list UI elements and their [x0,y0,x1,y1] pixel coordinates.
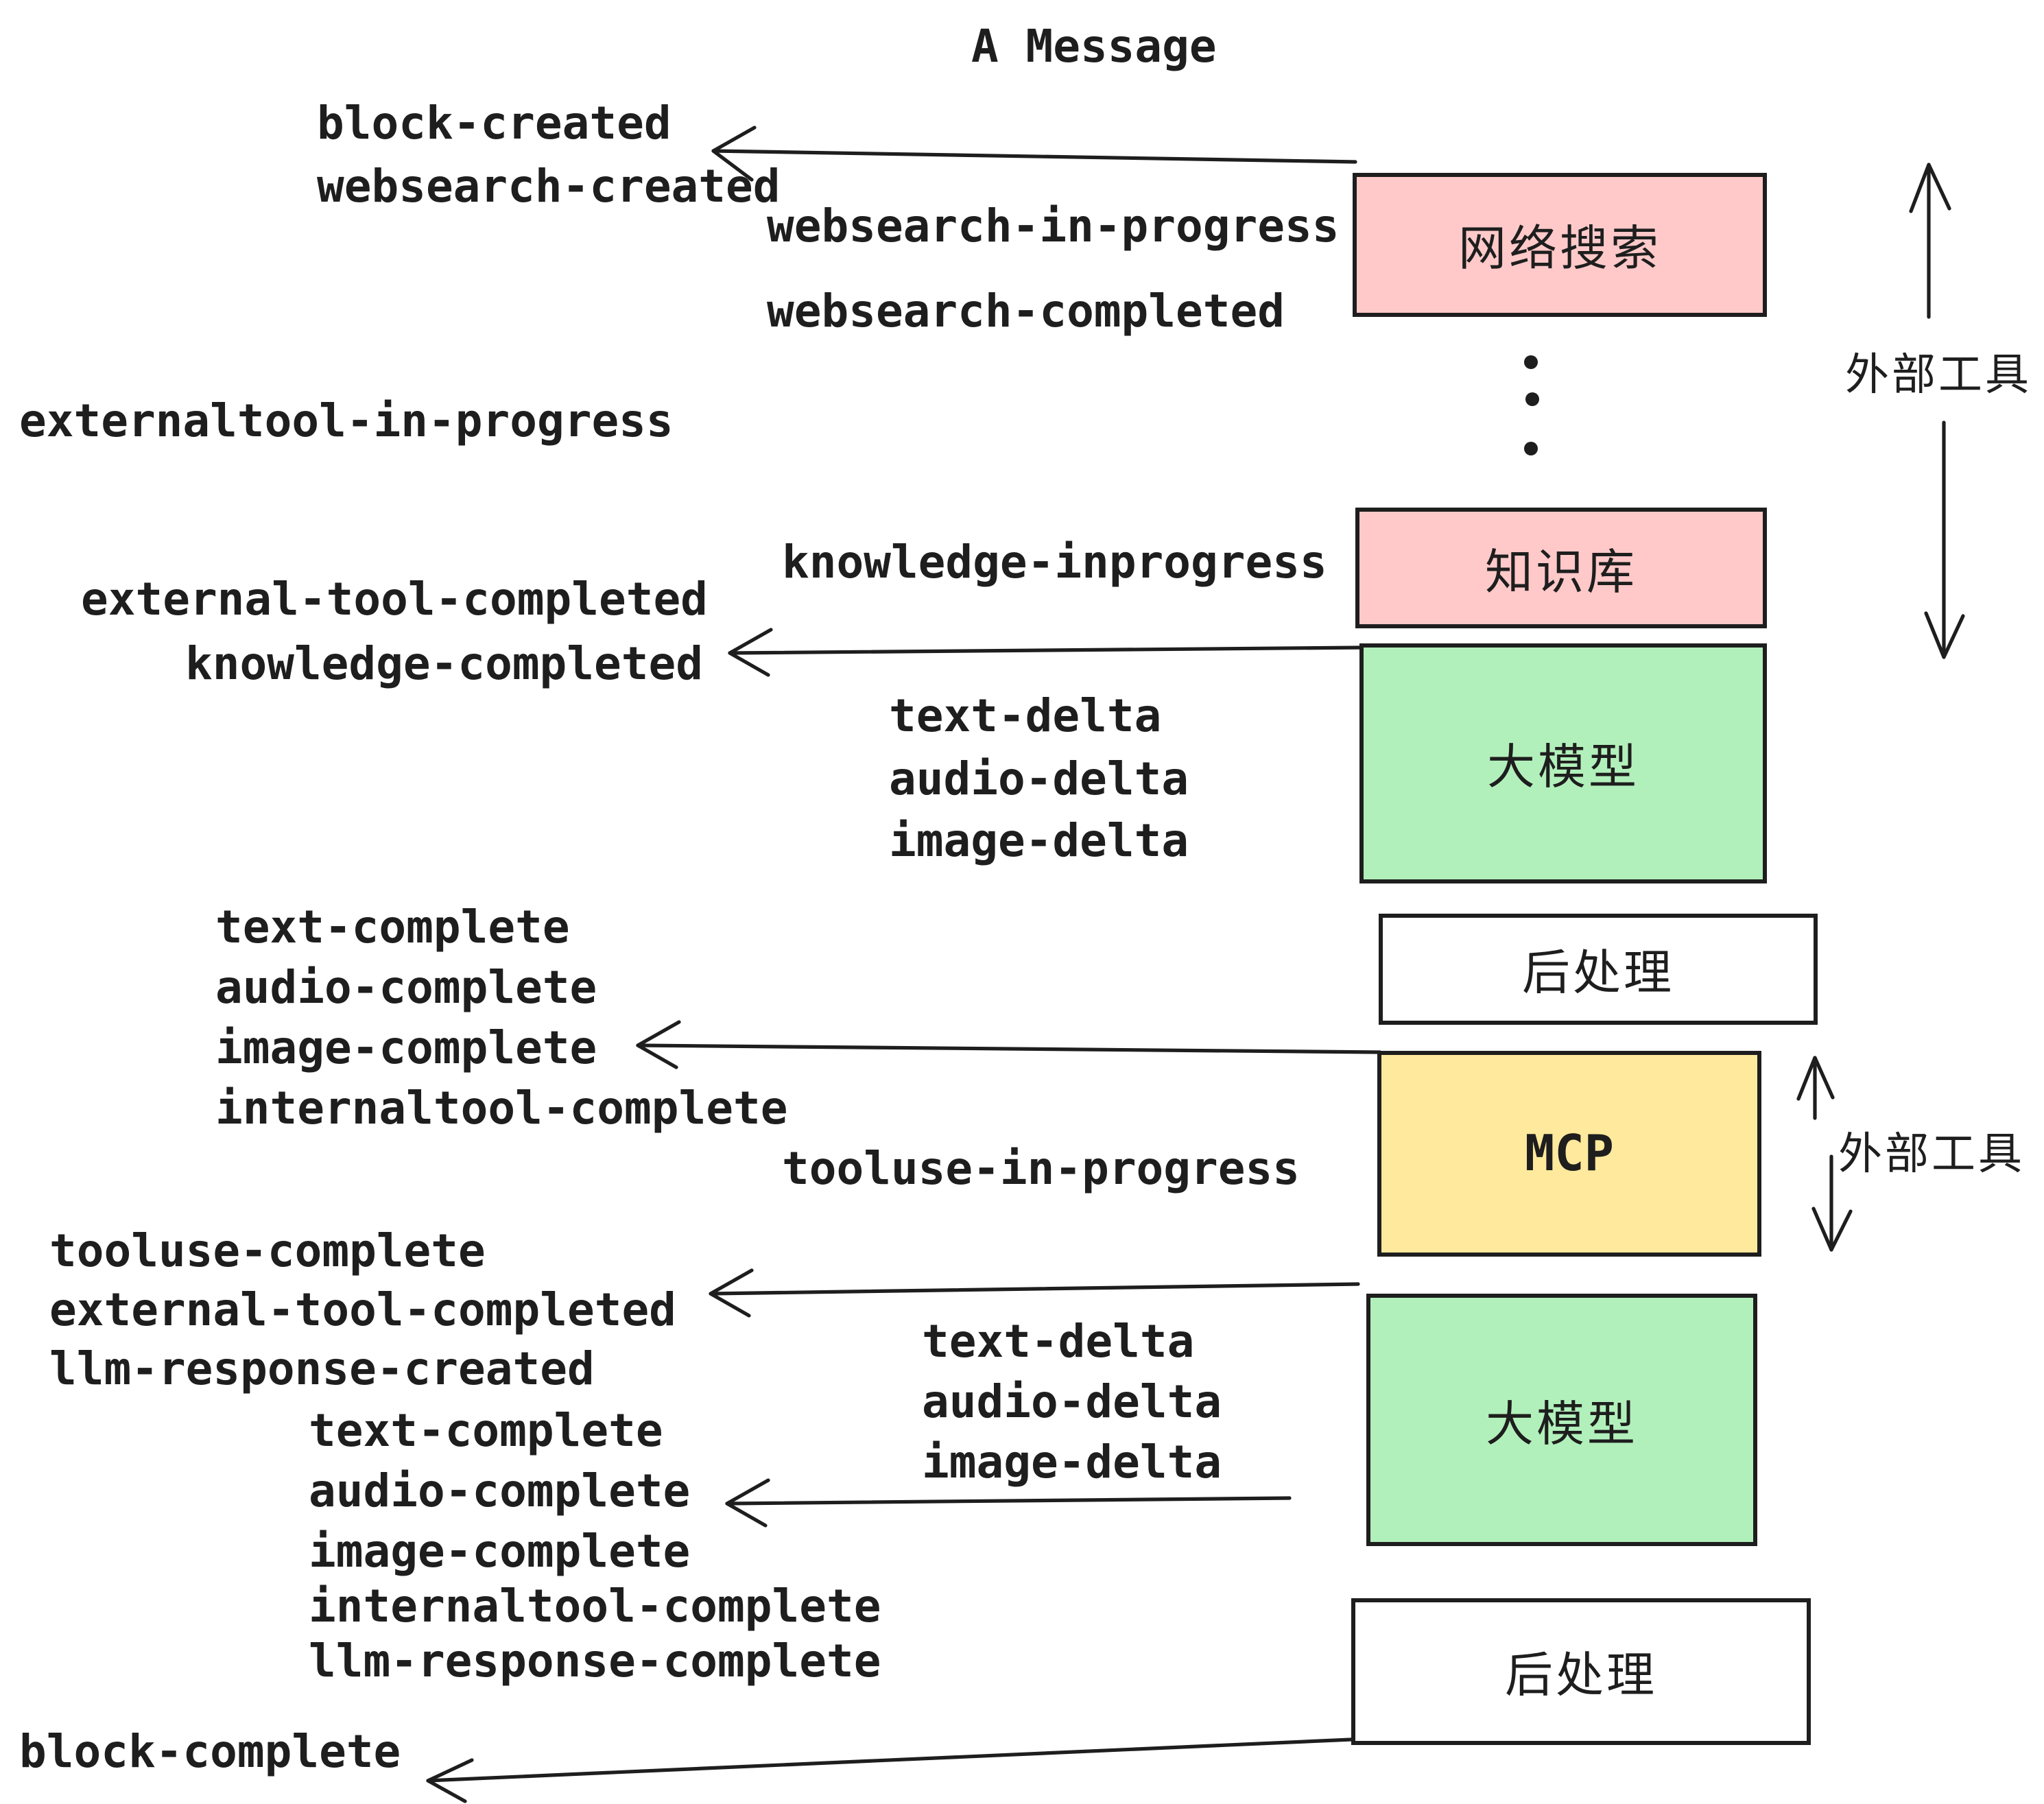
event-websearch-created: websearch-created [317,159,781,213]
arrow-external-tools-top-down [1924,420,1965,659]
event-knowledge-inprogress: knowledge-inprogress [782,535,1327,589]
side-label-external-tools-mid: 外部工具 [1838,1129,2025,1178]
box-llm-2-label: 大模型 [1485,1397,1638,1451]
event-tooluse-complete: tooluse-complete [49,1224,486,1277]
event-audio-delta-1: audio-delta [889,752,1189,805]
event-image-delta-1: image-delta [889,814,1189,867]
arrow-external-tools-top-up [1909,163,1951,319]
event-image-complete-1: image-complete [215,1021,597,1074]
event-audio-complete-2: audio-complete [309,1464,691,1517]
event-tooluse-in-progress: tooluse-in-progress [782,1141,1300,1195]
arrow-external-tools-mid-up [1796,1056,1835,1120]
arrow-postprocess2-to-block-complete [426,1737,1353,1803]
event-websearch-in-progress: websearch-in-progress [767,199,1340,252]
event-block-complete: block-complete [19,1724,401,1778]
box-mcp: MCP [1377,1051,1761,1257]
event-text-complete-2: text-complete [309,1403,663,1457]
box-postprocess-2-label: 后处理 [1504,1649,1657,1702]
event-text-complete-1: text-complete [215,900,570,953]
event-internaltool-complete-1: internaltool-complete [215,1081,788,1135]
event-image-complete-2: image-complete [309,1524,691,1578]
event-websearch-completed: websearch-completed [767,284,1285,337]
box-llm-2: 大模型 [1366,1294,1757,1546]
event-block-created: block-created [317,96,672,150]
event-llm-response-complete: llm-response-complete [309,1634,881,1687]
box-websearch: 网络搜索 [1353,173,1767,317]
arrow-llm1-to-knowledge-completed [728,628,1366,677]
event-external-tool-completed-2: external-tool-completed [49,1283,676,1336]
box-postprocess-1: 后处理 [1379,914,1818,1025]
event-externaltool-in-progress: externaltool-in-progress [19,394,674,447]
arrow-llm2-to-audio-complete [725,1478,1292,1528]
event-text-delta-1: text-delta [889,689,1162,742]
arrow-mcp-to-image-complete [636,1020,1382,1069]
event-knowledge-completed: knowledge-completed [185,637,703,690]
arrow-llm2-to-tooluse-complete [709,1268,1360,1318]
box-websearch-label: 网络搜索 [1458,222,1661,276]
event-internaltool-complete-2: internaltool-complete [309,1579,881,1633]
side-label-external-tools-top: 外部工具 [1845,350,2032,399]
page-title: A Message [971,19,1217,73]
event-external-tool-completed-1: external-tool-completed [81,572,708,626]
box-llm-1-label: 大模型 [1486,741,1639,794]
event-image-delta-2: image-delta [922,1435,1222,1488]
event-llm-response-created: llm-response-created [49,1342,595,1395]
box-knowledge-label: 知识库 [1484,545,1637,599]
event-audio-delta-2: audio-delta [922,1375,1222,1428]
arrow-websearch-to-created [711,126,1357,182]
event-text-delta-2: text-delta [922,1314,1195,1368]
box-postprocess-2: 后处理 [1351,1598,1811,1745]
box-llm-1: 大模型 [1359,643,1767,883]
arrow-external-tools-mid-down [1811,1154,1853,1252]
event-audio-complete-1: audio-complete [215,960,597,1014]
box-mcp-label: MCP [1524,1126,1615,1182]
ellipsis-dots [1524,355,1539,455]
box-postprocess-1-label: 后处理 [1521,947,1674,1000]
box-knowledge: 知识库 [1355,508,1767,628]
